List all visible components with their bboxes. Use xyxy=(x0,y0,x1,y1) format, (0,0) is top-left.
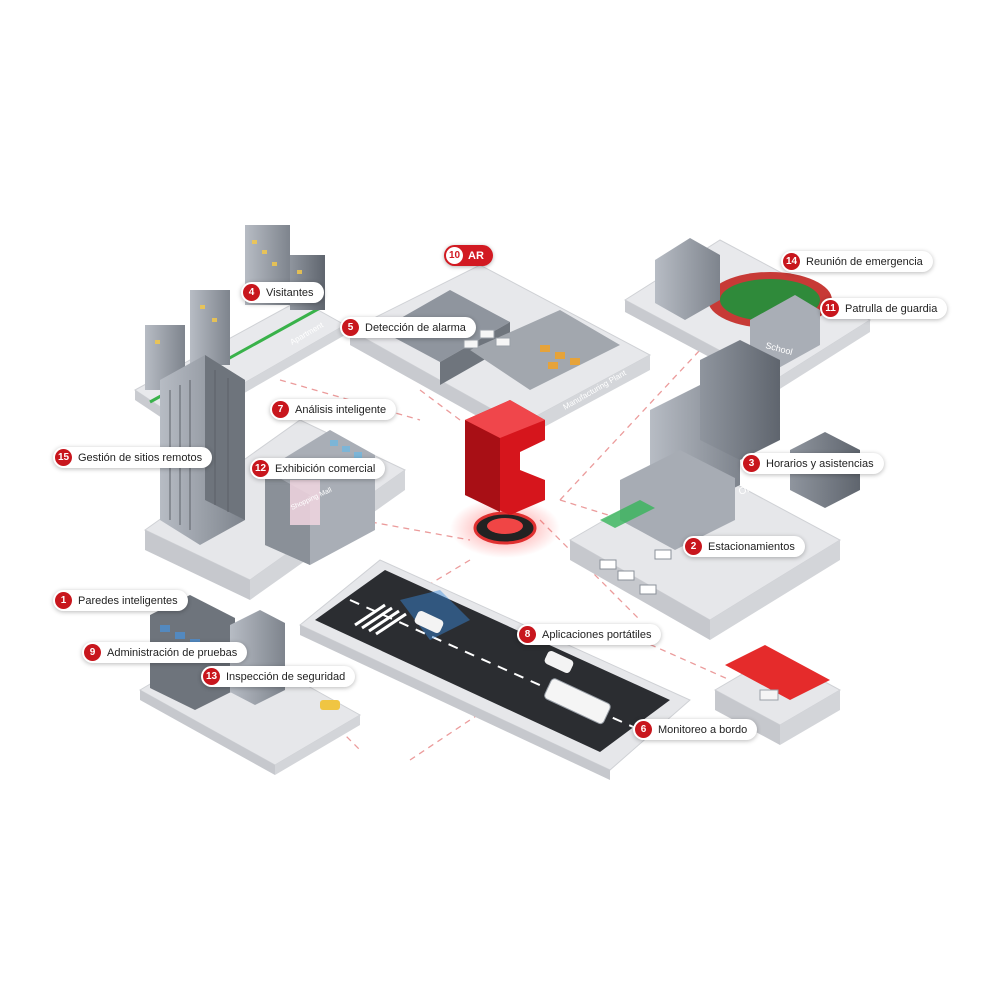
label-number: 14 xyxy=(783,253,800,270)
office-block xyxy=(568,340,860,640)
label-horarios-asistencias[interactable]: 3 Horarios y asistencias xyxy=(741,453,884,474)
label-number: 11 xyxy=(822,300,839,317)
label-monitoreo-bordo[interactable]: 6 Monitoreo a bordo xyxy=(633,719,758,740)
label-number: 1 xyxy=(55,592,72,609)
label-text: Horarios y asistencias xyxy=(766,457,874,470)
label-gestion-sitios-remotos[interactable]: 15 Gestión de sitios remotos xyxy=(53,447,213,468)
label-text: Detección de alarma xyxy=(365,321,466,334)
label-paredes-inteligentes[interactable]: 1 Paredes inteligentes xyxy=(53,590,188,611)
label-text: Exhibición comercial xyxy=(275,462,376,475)
label-text: Visitantes xyxy=(266,286,314,299)
gas-station-block xyxy=(713,645,842,745)
school-block xyxy=(624,238,871,392)
label-number: 2 xyxy=(685,538,702,555)
label-text: Inspección de seguridad xyxy=(226,670,346,683)
ar-text: AR xyxy=(468,249,484,262)
label-number: 4 xyxy=(243,284,260,301)
label-analisis-inteligente[interactable]: 7 Análisis inteligente xyxy=(270,399,397,420)
label-text: Aplicaciones portátiles xyxy=(542,628,652,641)
label-inspeccion-seguridad[interactable]: 13 Inspección de seguridad xyxy=(201,666,356,687)
label-exhibicion-comercial[interactable]: 12 Exhibición comercial xyxy=(250,458,386,479)
label-number: 6 xyxy=(635,721,652,738)
central-logo xyxy=(450,400,560,558)
label-number: 12 xyxy=(252,460,269,477)
label-reunion-emergencia[interactable]: 14 Reunión de emergencia xyxy=(781,251,933,272)
ar-number: 10 xyxy=(446,247,463,264)
label-text: Monitoreo a bordo xyxy=(658,723,748,736)
label-text: Reunión de emergencia xyxy=(806,255,923,268)
label-aplicaciones-portatiles[interactable]: 8 Aplicaciones portátiles xyxy=(517,624,662,645)
label-number: 7 xyxy=(272,401,289,418)
label-text: Gestión de sitios remotos xyxy=(78,451,203,464)
road-block xyxy=(299,559,691,780)
label-text: Análisis inteligente xyxy=(295,403,387,416)
label-number: 3 xyxy=(743,455,760,472)
label-number: 15 xyxy=(55,449,72,466)
label-text: Paredes inteligentes xyxy=(78,594,178,607)
label-text: Estacionamientos xyxy=(708,540,795,553)
label-text: Administración de pruebas xyxy=(107,646,238,659)
label-number: 13 xyxy=(203,668,220,685)
ar-tag[interactable]: 10 AR xyxy=(444,245,493,266)
label-patrulla-guardia[interactable]: 11 Patrulla de guardia xyxy=(820,298,948,319)
label-text: Patrulla de guardia xyxy=(845,302,938,315)
label-estacionamientos[interactable]: 2 Estacionamientos xyxy=(683,536,805,557)
label-visitantes[interactable]: 4 Visitantes xyxy=(241,282,324,303)
label-deteccion-alarma[interactable]: 5 Detección de alarma xyxy=(340,317,476,338)
label-number: 5 xyxy=(342,319,359,336)
label-administracion-pruebas[interactable]: 9 Administración de pruebas xyxy=(82,642,248,663)
label-number: 9 xyxy=(84,644,101,661)
label-number: 8 xyxy=(519,626,536,643)
